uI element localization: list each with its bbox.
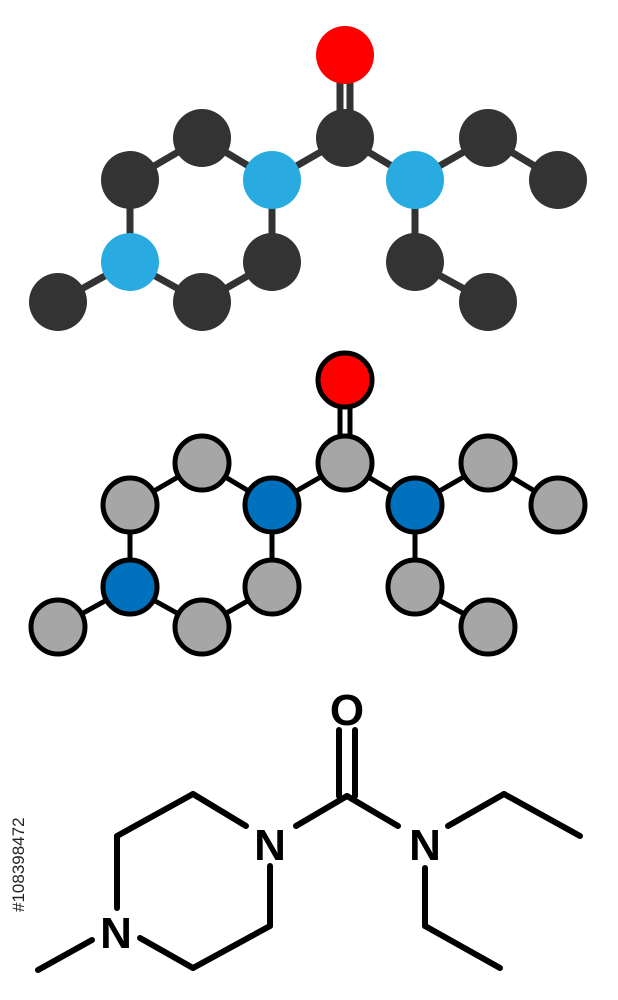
atom-label-nitrogen-carbonyl: N <box>254 821 286 870</box>
atom-carbon-cd <box>243 233 301 291</box>
bond-ring-c2-c3 <box>114 791 196 839</box>
atom-carbon-ca <box>173 109 231 167</box>
atom-carbon-e2 <box>529 151 587 209</box>
atom-nitrogen-n4 <box>100 557 160 617</box>
atom-nitrogen-n2 <box>386 151 444 209</box>
bond-carbonyl-n1 <box>293 793 350 829</box>
atom-carbon-cd <box>242 557 302 617</box>
bond-ethyl1-end <box>501 791 583 839</box>
atom-carbon-ca <box>172 433 232 493</box>
atom-carbon-c1 <box>315 433 375 493</box>
atom-nitrogen-n1 <box>243 151 301 209</box>
bond-ethyl2-end <box>422 923 503 971</box>
atom-carbon-cc <box>173 273 231 331</box>
bond-ring-c5-c6 <box>190 923 273 971</box>
atom-carbon-e3 <box>385 557 445 617</box>
ball-and-stick-model-outlined <box>28 350 588 657</box>
atom-nitrogen-n1 <box>242 475 302 535</box>
atom-carbon-e4 <box>459 273 517 331</box>
atom-carbon-c1 <box>316 109 374 167</box>
bond-n4-methyl <box>35 937 95 973</box>
bond-ring-n1-c2 <box>190 791 249 829</box>
atom-carbon-cc <box>172 597 232 657</box>
atom-nitrogen-n4 <box>101 233 159 291</box>
ball-and-stick-model-solid <box>29 26 587 331</box>
skeletal-formula: O N N N <box>35 686 583 973</box>
bond-carbonyl-n2 <box>344 793 401 829</box>
atom-carbon-e1 <box>458 433 518 493</box>
bond-n2-ethyl1 <box>445 791 507 829</box>
atom-carbon-e4 <box>458 597 518 657</box>
atom-label-nitrogen-methyl: N <box>100 909 132 958</box>
stock-id-label: #108398472 <box>9 817 28 912</box>
atom-oxygen-o <box>315 350 375 410</box>
atom-nitrogen-n2 <box>385 475 445 535</box>
atom-carbon-me <box>29 273 87 331</box>
atom-label-oxygen: O <box>330 686 364 735</box>
atom-carbon-e1 <box>459 109 517 167</box>
atom-carbon-me <box>28 597 88 657</box>
atom-carbon-cb <box>101 151 159 209</box>
atom-carbon-e3 <box>386 233 444 291</box>
atom-carbon-cb <box>100 475 160 535</box>
atom-carbon-e2 <box>528 475 588 535</box>
atom-label-nitrogen-amide: N <box>409 821 441 870</box>
bond-ring-n4-c5 <box>137 935 196 971</box>
atom-oxygen-o <box>316 26 374 84</box>
